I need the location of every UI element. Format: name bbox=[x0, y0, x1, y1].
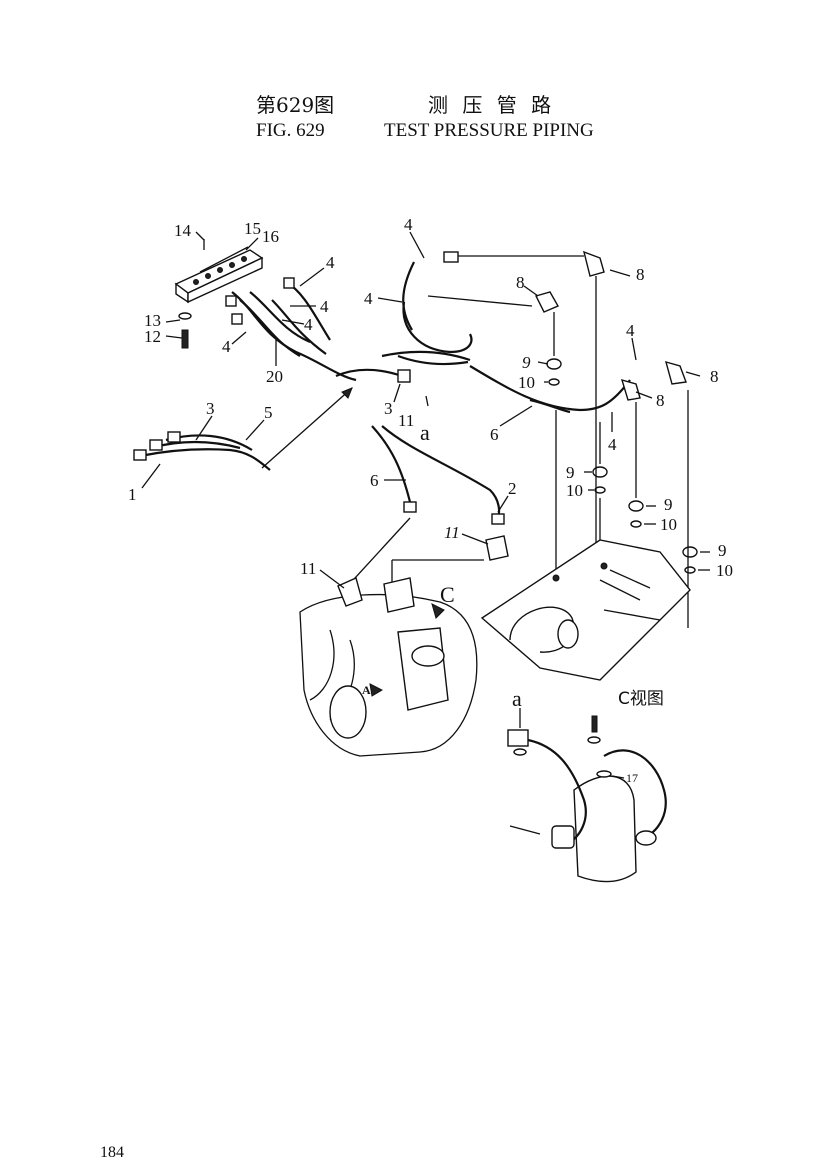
callout-9a: 9 bbox=[522, 353, 531, 372]
callout-6b: 6 bbox=[370, 471, 379, 490]
leader-lines bbox=[141, 231, 710, 779]
callout-5: 5 bbox=[264, 403, 273, 422]
callout-4h: 4 bbox=[608, 435, 617, 454]
callout-4b: 4 bbox=[326, 253, 335, 272]
callout-16: 16 bbox=[262, 227, 279, 246]
callout-9c: 9 bbox=[664, 495, 673, 514]
callout-10b: 10 bbox=[566, 481, 583, 500]
label-a-2: a bbox=[512, 686, 522, 711]
callout-4c: 4 bbox=[320, 297, 329, 316]
callout-8c: 8 bbox=[710, 367, 719, 386]
callout-4e: 4 bbox=[404, 215, 413, 234]
callout-1: 1 bbox=[128, 485, 137, 504]
callout-10c: 10 bbox=[660, 515, 677, 534]
callout-15: 15 bbox=[244, 219, 261, 238]
figure-number-en: FIG. 629 bbox=[256, 120, 325, 141]
hose-bundle-lower bbox=[133, 387, 353, 471]
callout-12: 12 bbox=[144, 327, 161, 346]
callout-13: 13 bbox=[144, 311, 161, 330]
figure-title-cn: 测 压 管 路 bbox=[428, 93, 556, 117]
callout-17: 17 bbox=[626, 771, 638, 785]
callout-8a: 8 bbox=[516, 273, 525, 292]
callout-20: 20 bbox=[266, 367, 283, 386]
page-number: 184 bbox=[100, 1144, 124, 1161]
figure-number-cn: 第629图 bbox=[256, 93, 335, 117]
label-view-arrow-a: A bbox=[362, 683, 371, 697]
callout-4f: 4 bbox=[364, 289, 373, 308]
figure-title-en: TEST PRESSURE PIPING bbox=[384, 120, 594, 141]
callout-9b: 9 bbox=[566, 463, 575, 482]
label-c-arrow: C bbox=[440, 582, 455, 607]
callout-11a: 11 bbox=[398, 411, 414, 430]
label-a-1: a bbox=[420, 420, 430, 445]
callout-10a: 10 bbox=[518, 373, 535, 392]
hoses-right bbox=[427, 250, 698, 628]
callout-2: 2 bbox=[508, 479, 517, 498]
manifold-block bbox=[174, 239, 264, 304]
callout-6a: 6 bbox=[490, 425, 499, 444]
callout-11c: 11 bbox=[300, 559, 316, 578]
callout-4d: 4 bbox=[304, 315, 313, 334]
bolt-12 bbox=[178, 312, 192, 349]
callout-14: 14 bbox=[174, 221, 192, 240]
callout-8b: 8 bbox=[636, 265, 645, 284]
callout-3b: 3 bbox=[384, 399, 393, 418]
c-view-detail bbox=[507, 715, 667, 883]
transmission-assembly bbox=[299, 535, 509, 757]
callout-10d: 10 bbox=[716, 561, 733, 580]
valve-body-right bbox=[480, 539, 691, 681]
callout-4a: 4 bbox=[222, 337, 231, 356]
callout-3a: 3 bbox=[206, 399, 215, 418]
callout-11b: 11 bbox=[444, 523, 460, 542]
hose-bundle-upper bbox=[225, 251, 473, 383]
hoses-6-and-2 bbox=[343, 425, 505, 591]
label-c-view: C视图 bbox=[618, 689, 664, 709]
callout-9d: 9 bbox=[718, 541, 727, 560]
callout-labels: 14 15 16 13 12 4 4 4 4 20 3 5 1 4 4 8 8 … bbox=[128, 215, 733, 785]
callout-8d: 8 bbox=[656, 391, 665, 410]
callout-4g: 4 bbox=[626, 321, 635, 340]
